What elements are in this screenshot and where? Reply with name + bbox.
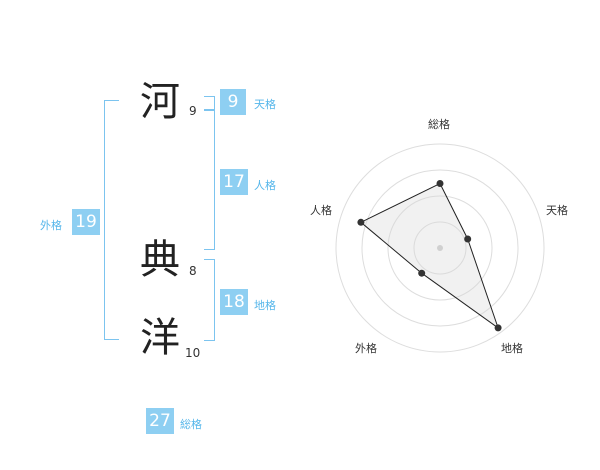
gaikaku-value: 19: [72, 209, 100, 235]
radar-point-4: [418, 269, 426, 277]
jinkaku-label: 人格: [254, 179, 276, 192]
radar-ring-4: [335, 143, 545, 353]
soukaku-value: 27: [146, 408, 174, 434]
radar-axis-label-3: 地格: [501, 342, 523, 355]
stroke-count-3: 10: [185, 346, 201, 360]
name-char-2: 典: [140, 237, 180, 283]
soukaku-label: 総格: [180, 418, 202, 431]
name-char-1: 河: [140, 79, 180, 125]
radar-axis-label-4: 外格: [355, 342, 377, 355]
jinkaku-bracket: [204, 110, 215, 250]
tenkaku-bracket: [204, 96, 215, 110]
radar-point-2: [464, 235, 472, 243]
radar-axis-label-2: 天格: [546, 204, 568, 217]
radar-ring-3: [361, 169, 519, 327]
gaikaku-label: 外格: [40, 219, 62, 232]
radar-ring-2: [387, 195, 493, 301]
gaikaku-bracket: [104, 100, 119, 340]
radar-center: [437, 245, 443, 251]
radar-axis-label-5: 人格: [310, 204, 332, 217]
radar-point-5: [357, 218, 365, 226]
jinkaku-value: 17: [220, 169, 248, 195]
radar-point-3: [494, 324, 502, 332]
chikaku-label: 地格: [254, 299, 276, 312]
radar-ring-1: [413, 221, 467, 275]
radar-point-1: [436, 180, 444, 187]
tenkaku-value: 9: [220, 89, 246, 115]
radar-axis-label-1: 総格: [428, 118, 450, 131]
stroke-count-2: 8: [189, 264, 197, 278]
chikaku-bracket: [204, 259, 215, 341]
name-char-3: 洋: [140, 315, 180, 361]
stroke-count-1: 9: [189, 104, 197, 118]
tenkaku-label: 天格: [254, 98, 276, 111]
radar-polygon: [359, 182, 500, 330]
chikaku-value: 18: [220, 289, 248, 315]
